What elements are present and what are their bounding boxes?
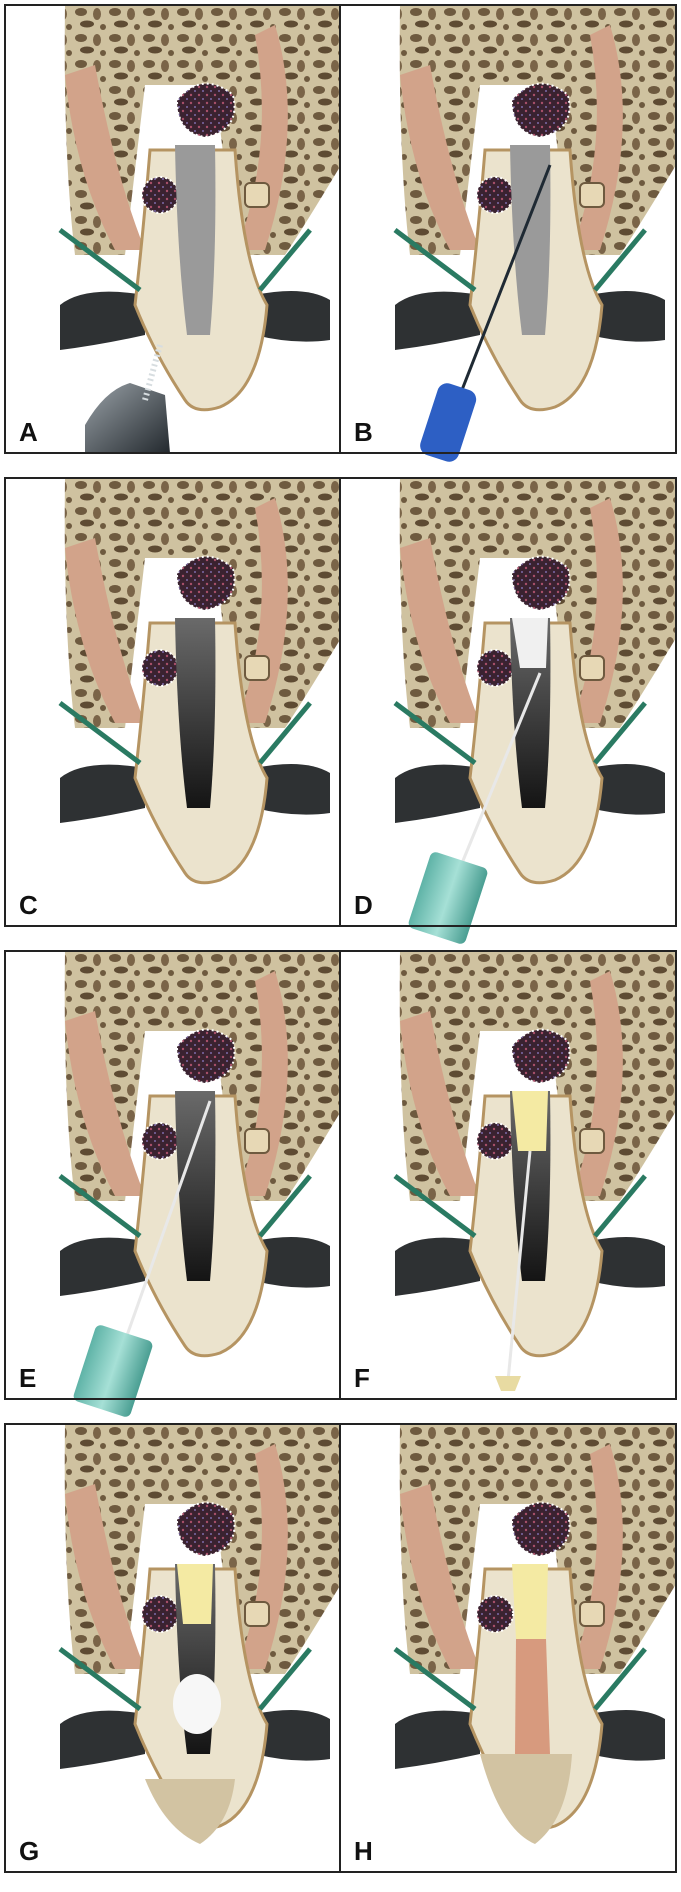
tooth-scene: [5, 478, 341, 926]
panel-c: C: [5, 478, 341, 926]
tooth-scene: [340, 5, 676, 453]
panel-label: D: [354, 890, 373, 920]
tooth-scene: [340, 951, 676, 1399]
panel-h: H: [340, 1424, 676, 1872]
tooth-scene: [340, 478, 676, 926]
panel-label: E: [19, 1363, 36, 1393]
panel-label: A: [19, 417, 38, 447]
panel-label: C: [19, 890, 38, 920]
tooth-scene: [5, 951, 341, 1399]
panel-label: B: [354, 417, 373, 447]
panel-a-corner-text: A: [65, 430, 73, 444]
panel-label: H: [354, 1836, 373, 1866]
panel-g: G: [5, 1424, 341, 1872]
panel-f: F: [340, 951, 676, 1399]
panel-label: F: [354, 1363, 370, 1393]
panel-b: B: [340, 5, 676, 464]
tooth-scene: [5, 5, 341, 453]
panel-e: E: [5, 951, 341, 1418]
panel-d: D: [340, 478, 676, 945]
panel-label: G: [19, 1836, 39, 1866]
